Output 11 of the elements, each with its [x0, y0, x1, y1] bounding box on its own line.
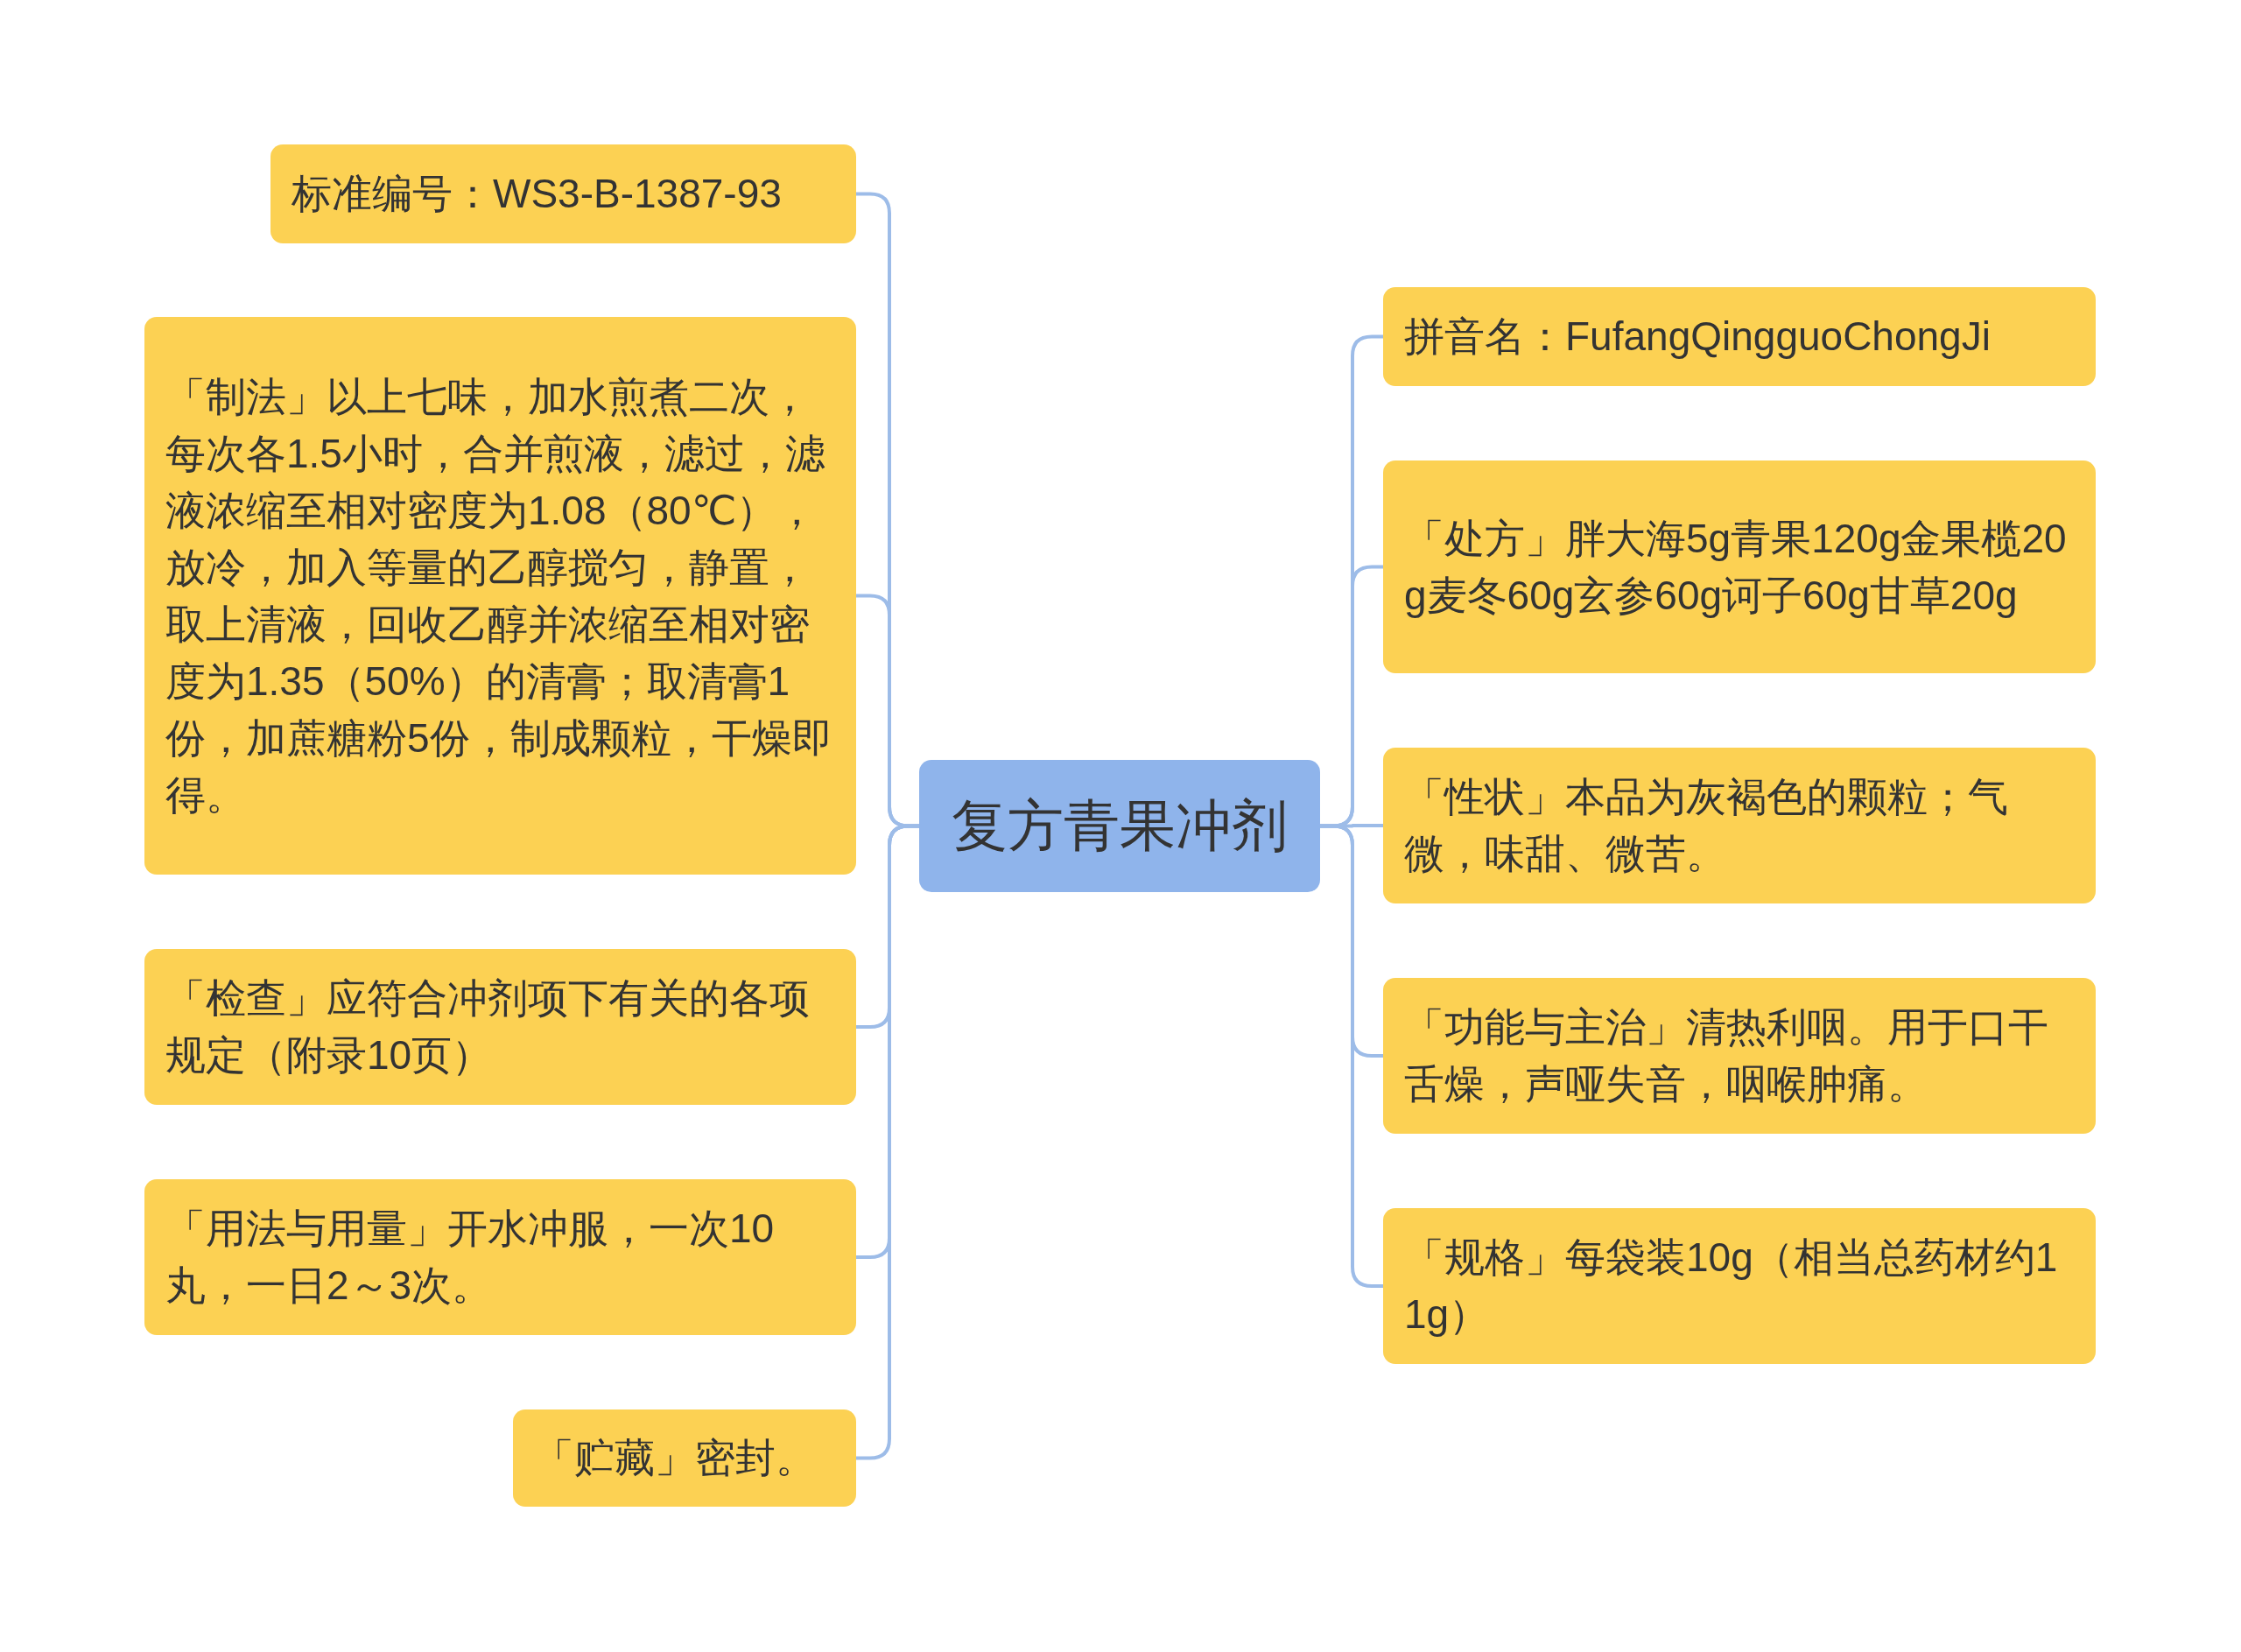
topic-box: 拼音名：FufangQingguoChongJi — [1383, 287, 2096, 386]
topic-box: 「制法」以上七味，加水煎煮二次，每次各1.5小时，合并煎液，滤过，滤液浓缩至相对密度为1.08（80℃），放冷，加入等量的乙醇搅匀，静置，取上清液，回收乙醇并浓缩至相对密度为1.35（50%）的清膏；取清膏1份，加蔗糖粉5份，制成颗粒，干燥即得。 — [144, 317, 856, 875]
topic-box: 「性状」本品为灰褐色的颗粒；气微，味甜、微苦。 — [1383, 748, 2096, 903]
topic-box: 「规格」每袋装10g（相当总药材约11g） — [1383, 1208, 2096, 1364]
topic-box: 「处方」胖大海5g青果120g金果榄20g麦冬60g玄参60g诃子60g甘草20g — [1383, 460, 2096, 673]
topic-box: 标准编号：WS3-B-1387-93 — [270, 144, 856, 243]
central-topic-box: 复方青果冲剂 — [919, 760, 1320, 892]
topic-box: 「用法与用量」开水冲服，一次10丸，一日2～3次。 — [144, 1179, 856, 1335]
topic-box: 「贮藏」密封。 — [513, 1409, 856, 1507]
topic-box: 「功能与主治」清热利咽。用于口干舌燥，声哑失音，咽喉肿痛。 — [1383, 978, 2096, 1134]
topic-box: 「检查」应符合冲剂项下有关的各项规定（附录10页） — [144, 949, 856, 1105]
